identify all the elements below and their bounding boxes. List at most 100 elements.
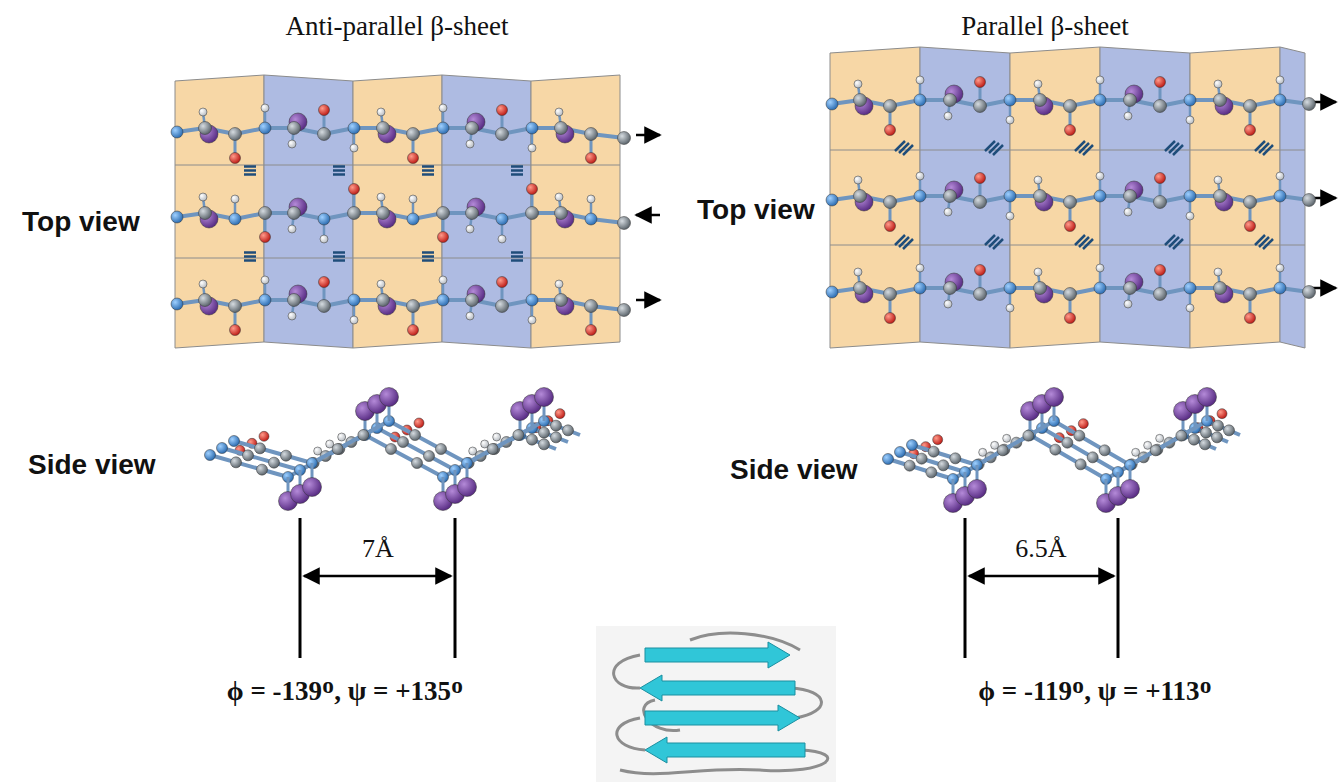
- atom: [1213, 420, 1224, 431]
- atom: [466, 294, 479, 307]
- atom: [407, 300, 420, 313]
- atom: [1064, 100, 1077, 113]
- atom: [466, 225, 474, 233]
- atom: [350, 144, 358, 152]
- atom: [585, 300, 598, 313]
- atom: [1201, 427, 1212, 438]
- atom: [1124, 282, 1137, 295]
- atom: [618, 217, 631, 230]
- atom: [439, 276, 447, 284]
- hydrogen-bond: [333, 251, 345, 254]
- atom: [407, 128, 420, 141]
- atom: [281, 450, 292, 461]
- pleat-panel: [830, 47, 920, 348]
- atom: [944, 94, 957, 107]
- atom: [928, 446, 939, 457]
- atom: [1074, 430, 1085, 441]
- beta-strand-arrow: [645, 642, 790, 668]
- dimension-arrow: [969, 575, 1114, 578]
- atom: [466, 207, 479, 220]
- hydrogen-bond: [511, 165, 523, 168]
- hydrogen-bond: [333, 165, 345, 168]
- atom: [1050, 444, 1061, 455]
- atom: [854, 94, 867, 107]
- atom: [303, 478, 322, 497]
- atom: [526, 294, 538, 306]
- atom: [493, 433, 501, 441]
- atom: [1154, 100, 1167, 113]
- atom: [1124, 300, 1132, 308]
- atom: [1124, 190, 1137, 203]
- atom: [466, 140, 474, 148]
- dimension-arrow: [304, 575, 451, 578]
- atom: [487, 444, 498, 455]
- atom: [408, 325, 419, 336]
- atom: [1006, 212, 1014, 220]
- atom: [555, 108, 563, 116]
- atom: [261, 104, 269, 112]
- atom: [318, 128, 331, 141]
- atom: [904, 460, 915, 471]
- atom: [496, 300, 509, 313]
- atom: [1184, 190, 1196, 202]
- atom: [408, 153, 419, 164]
- atom: [1156, 434, 1164, 442]
- atom: [1078, 419, 1088, 429]
- hydrogen-bond: [993, 239, 1003, 249]
- atom: [1184, 94, 1196, 106]
- atom: [199, 207, 212, 220]
- atom: [319, 277, 330, 288]
- atom: [1245, 221, 1256, 232]
- direction-arrow: [636, 134, 660, 137]
- backbone: [888, 435, 1216, 479]
- atom: [171, 298, 183, 310]
- atom: [526, 207, 539, 220]
- dimension-line: [299, 518, 302, 658]
- atom: [497, 105, 508, 116]
- atom: [1004, 282, 1016, 294]
- atom: [261, 276, 269, 284]
- atom: [259, 294, 271, 306]
- atom: [513, 430, 524, 441]
- atom: [466, 312, 474, 320]
- atom: [229, 300, 242, 313]
- atom: [1124, 94, 1137, 107]
- atom: [348, 122, 360, 134]
- atom: [288, 294, 301, 307]
- atom: [586, 153, 597, 164]
- atom: [826, 286, 838, 298]
- side-view-sheet: [205, 388, 581, 511]
- pleat-panel: [353, 75, 442, 348]
- atom: [1034, 176, 1042, 184]
- atom: [526, 122, 538, 134]
- atom: [229, 436, 240, 447]
- hydrogen-bond: [422, 259, 434, 262]
- dimension-line: [1117, 518, 1120, 658]
- atom: [1004, 94, 1016, 106]
- atom: [854, 282, 867, 295]
- hydrogen-bond: [333, 173, 345, 176]
- dimension-line: [964, 518, 967, 658]
- atom: [437, 122, 449, 134]
- atom: [883, 454, 894, 465]
- atom: [259, 122, 271, 134]
- atom: [437, 294, 449, 306]
- atom: [1274, 94, 1286, 106]
- atom: [885, 125, 896, 136]
- atom: [257, 464, 268, 475]
- hydrogen-bond: [511, 259, 523, 262]
- atom: [974, 288, 987, 301]
- hydrogen-bond: [903, 145, 913, 155]
- atom: [1099, 445, 1110, 456]
- atom: [1065, 125, 1076, 136]
- atom: [1198, 388, 1217, 407]
- atom: [551, 420, 562, 431]
- atom: [555, 409, 565, 419]
- atom: [377, 193, 385, 201]
- atom: [528, 316, 536, 324]
- view-label: Top view: [22, 206, 140, 238]
- atom: [914, 190, 926, 202]
- backbone: [222, 428, 568, 470]
- atom: [587, 195, 595, 203]
